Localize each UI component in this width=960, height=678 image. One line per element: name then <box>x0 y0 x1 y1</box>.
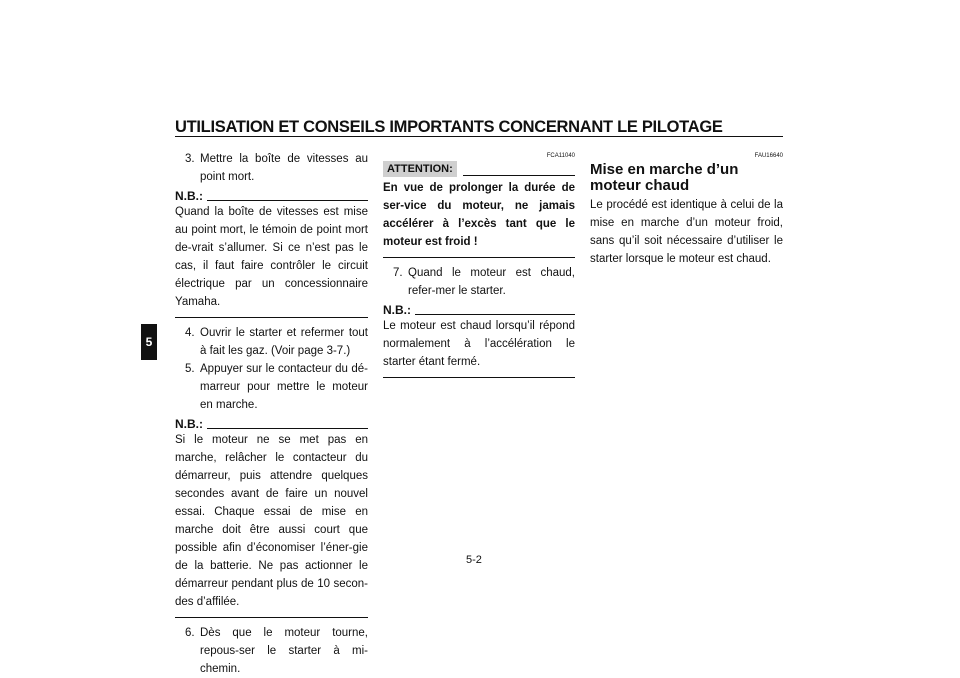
step-text: Quand le moteur est chaud, refer-mer le … <box>408 267 575 297</box>
step-4: 4. Ouvrir le starter et refermer tout à … <box>175 324 368 360</box>
section-title: Mise en marche d’un moteur chaud <box>590 161 739 194</box>
step-6: 6. Dès que le moteur tourne, repous-ser … <box>175 624 368 678</box>
attention-end-rule <box>383 257 575 258</box>
step-number: 4. <box>185 327 195 339</box>
step-number: 6. <box>185 627 195 639</box>
right-column: FAU16640 Mise en marche d’un moteur chau… <box>590 152 783 268</box>
note-end-rule <box>175 617 368 618</box>
middle-column: FCA11040 ATTENTION: En vue de prolonger … <box>383 152 575 384</box>
note-label: N.B.: <box>383 303 411 317</box>
step-text: Dès que le moteur tourne, repous-ser le … <box>200 627 368 675</box>
attention-header: ATTENTION: <box>383 161 575 177</box>
step-5: 5. Appuyer sur le contacteur du dé-marre… <box>175 360 368 414</box>
note-header: N.B.: <box>383 303 575 317</box>
page-number: 5-2 <box>466 554 482 566</box>
attention-badge: ATTENTION: <box>383 161 457 177</box>
note-label: N.B.: <box>175 417 203 431</box>
attention-rule <box>462 175 575 176</box>
step-number: 5. <box>185 363 195 375</box>
reference-code: FCA11040 <box>546 153 575 159</box>
attention-text: En vue de prolonger la durée de ser-vice… <box>383 182 575 248</box>
note-rule <box>415 314 575 315</box>
step-text: Appuyer sur le contacteur du dé-marreur … <box>200 363 368 411</box>
chapter-tab: 5 <box>141 324 157 360</box>
note-rule <box>207 428 368 429</box>
reference-code: FAU16640 <box>754 153 783 159</box>
left-column: 3. Mettre la boîte de vitesses au point … <box>175 150 368 678</box>
title-rule <box>175 136 783 137</box>
section-paragraph: Le procédé est identique à celui de la m… <box>590 199 783 265</box>
note-end-rule <box>175 317 368 318</box>
note-end-rule <box>383 377 575 378</box>
note-header: N.B.: <box>175 417 368 431</box>
step-text: Ouvrir le starter et refermer tout à fai… <box>200 327 368 357</box>
note-text: Quand la boîte de vitesses est mise au p… <box>175 206 368 308</box>
step-number: 3. <box>185 153 195 165</box>
step-number: 7. <box>393 267 403 279</box>
page-title: UTILISATION ET CONSEILS IMPORTANTS CONCE… <box>175 118 723 136</box>
note-text: Le moteur est chaud lorsqu’il répond nor… <box>383 320 575 368</box>
note-header: N.B.: <box>175 189 368 203</box>
note-label: N.B.: <box>175 189 203 203</box>
step-7: 7. Quand le moteur est chaud, refer-mer … <box>383 264 575 300</box>
step-text: Mettre la boîte de vitesses au point mor… <box>200 153 368 183</box>
note-text: Si le moteur ne se met pas en marche, re… <box>175 434 368 608</box>
step-3: 3. Mettre la boîte de vitesses au point … <box>175 150 368 186</box>
note-rule <box>207 200 368 201</box>
